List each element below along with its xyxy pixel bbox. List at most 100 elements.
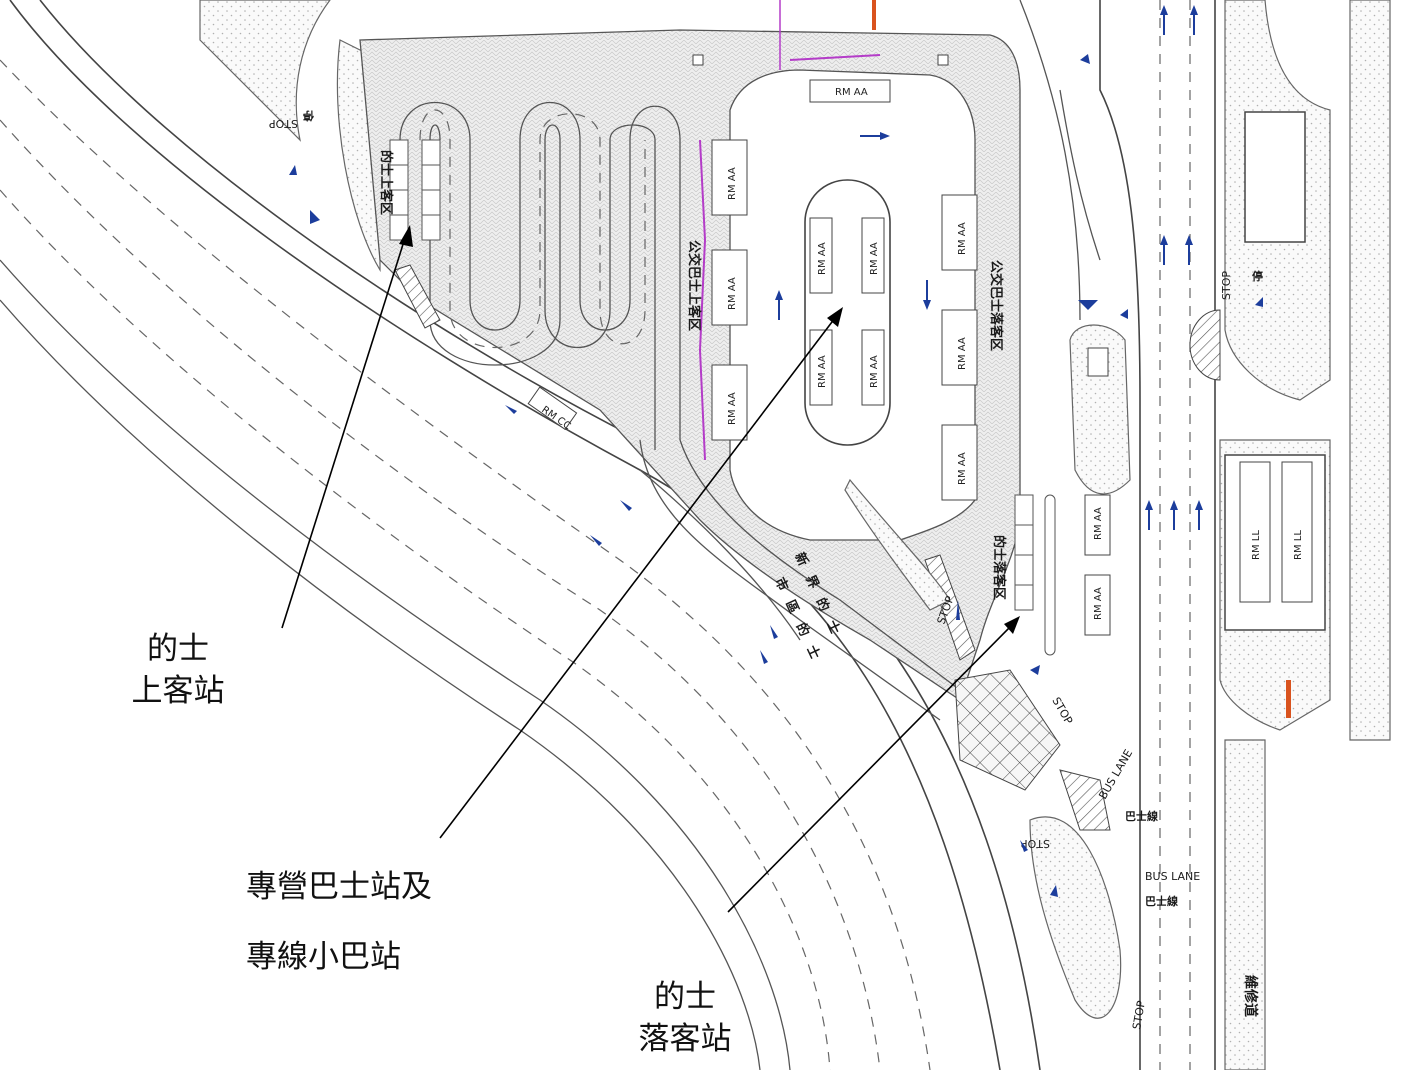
arrow-icon — [1160, 235, 1168, 265]
arrow-icon — [505, 405, 517, 414]
arrow-icon — [956, 600, 960, 620]
callout-taxi-pickup-line2: 上客站 — [131, 673, 225, 709]
island-box — [1087, 347, 1109, 377]
landscape-strip — [844, 478, 951, 611]
svg-text:STOP: STOP — [1220, 271, 1233, 300]
callout-taxi-pickup: 的士 上客站 — [118, 628, 238, 712]
landscape-island-lower — [1029, 816, 1122, 1019]
maintenance-verge — [1224, 739, 1266, 1070]
taxi-pickup-bays — [389, 139, 441, 241]
hatched-area-2 — [1059, 769, 1111, 831]
magenta-guide-top — [789, 54, 881, 61]
svg-text:巴士線: 巴士線 — [1145, 894, 1178, 908]
arrow-icon — [1120, 309, 1128, 319]
svg-text:RM LL: RM LL — [1251, 530, 1262, 560]
leader-arrowhead-icon — [399, 225, 413, 247]
arrow-icon — [590, 535, 602, 546]
leader-lines — [281, 225, 1020, 913]
svg-text:RM AA: RM AA — [727, 167, 738, 200]
taxi-pickup-zone-label: 的士上客区 — [378, 150, 394, 215]
small-box — [692, 54, 704, 66]
callout-taxi-dropoff-line1: 的士 — [654, 979, 716, 1015]
svg-text:STOP: STOP — [269, 117, 298, 130]
arrow-icon — [1170, 500, 1178, 530]
svg-text:RM LL: RM LL — [1293, 530, 1304, 560]
hatched-area-3 — [394, 264, 441, 329]
arrow-icon — [1190, 5, 1198, 35]
svg-text:STOP: STOP — [1049, 695, 1075, 727]
callout-bus-minibus-line1: 專營巴士站及 — [246, 869, 432, 905]
arrow-icon — [1160, 5, 1168, 35]
central-bays: RM AA RM AA RM AA RM AA — [809, 217, 885, 406]
arrow-icon — [1050, 885, 1058, 897]
magenta-guide — [698, 139, 707, 461]
rm-aa-dropoff-boxes: RM AA RM AA — [1084, 494, 1111, 636]
callout-bus-minibus: 專營巴士站及 專線小巴站 — [246, 852, 466, 992]
arrow-icon — [1145, 500, 1153, 530]
arrow-icon — [1195, 500, 1203, 530]
callout-bus-minibus-line2: 專線小巴站 — [246, 939, 401, 975]
highway — [0, 0, 1041, 1070]
svg-text:RM AA: RM AA — [817, 355, 828, 388]
callout-taxi-dropoff-line2: 落客站 — [638, 1021, 732, 1057]
rm-cc-box — [527, 386, 578, 431]
bus-dropoff-zone-label: 公交巴士落客区 — [988, 260, 1004, 351]
arrow-icon — [1185, 235, 1193, 265]
svg-text:停: 停 — [1252, 269, 1263, 283]
arrow-icon — [1080, 54, 1090, 64]
hatched-area — [924, 554, 976, 661]
arrow-icon — [1020, 840, 1028, 852]
svg-text:STOP: STOP — [1021, 837, 1050, 850]
svg-text:巴士線: 巴士線 — [1125, 809, 1158, 823]
leader-taxi-pickup — [281, 237, 406, 629]
landscape-far-right — [1349, 0, 1391, 741]
maintenance-road-label: 維修道 — [1242, 975, 1259, 1017]
arrow-icon — [1030, 665, 1040, 675]
svg-text:RM AA: RM AA — [1093, 507, 1104, 540]
svg-text:BUS LANE: BUS LANE — [1145, 870, 1200, 883]
arrow-icon — [1255, 297, 1263, 307]
building-top-right — [1244, 111, 1306, 243]
svg-text:RM AA: RM AA — [817, 242, 828, 275]
rm-aa-top-box — [809, 79, 891, 103]
svg-text:BUS LANE: BUS LANE — [1096, 747, 1135, 801]
main-road — [1019, 0, 1216, 1070]
leader-bus-minibus — [439, 317, 836, 839]
traffic-arrows — [289, 5, 1263, 897]
arrow-icon — [860, 132, 890, 140]
building-rm-ll: RM LL RM LL — [1224, 454, 1326, 631]
small-box — [937, 54, 949, 66]
bus-bays-left: RM AA RM AA RM AA — [711, 139, 748, 441]
rm-aa-top-label: RM AA — [835, 87, 868, 98]
arrow-icon — [923, 280, 931, 310]
svg-text:RM AA: RM AA — [727, 277, 738, 310]
svg-text:RM AA: RM AA — [869, 242, 880, 275]
arrow-icon — [310, 210, 320, 224]
bus-bays-right: RM AA RM AA RM AA — [941, 194, 978, 501]
semicircle-hatched — [1189, 309, 1221, 381]
callout-taxi-dropoff: 的士 落客站 — [620, 976, 750, 1060]
svg-text:RM AA: RM AA — [1093, 587, 1104, 620]
svg-text:停: 停 — [303, 109, 314, 123]
taxi-dropoff-bays — [1014, 494, 1056, 656]
arrow-icon — [760, 650, 768, 664]
cross-hatched-junction — [954, 669, 1061, 791]
orange-marker-top — [872, 0, 876, 30]
svg-text:RM AA: RM AA — [957, 452, 968, 485]
svg-text:RM AA: RM AA — [957, 337, 968, 370]
leader-taxi-dropoff — [727, 624, 1013, 913]
leader-arrowhead-icon — [827, 307, 843, 327]
leader-arrowhead-icon — [1004, 616, 1020, 634]
taxi-dropoff-zone-label: 的士落客区 — [991, 535, 1007, 600]
svg-text:RM AA: RM AA — [957, 222, 968, 255]
callout-taxi-pickup-line1: 的士 — [147, 631, 209, 667]
orange-marker — [1286, 680, 1291, 718]
arrow-icon — [770, 625, 778, 639]
svg-text:RM AA: RM AA — [869, 355, 880, 388]
bus-lane-markings: BUS LANE 巴士線 BUS LANE 巴士線 — [1096, 747, 1200, 908]
arrow-icon — [1078, 300, 1098, 310]
bus-pickup-zone-label: 公交巴士上客区 — [686, 240, 702, 331]
arrow-icon — [620, 500, 632, 511]
landscape-wedge — [199, 0, 331, 142]
